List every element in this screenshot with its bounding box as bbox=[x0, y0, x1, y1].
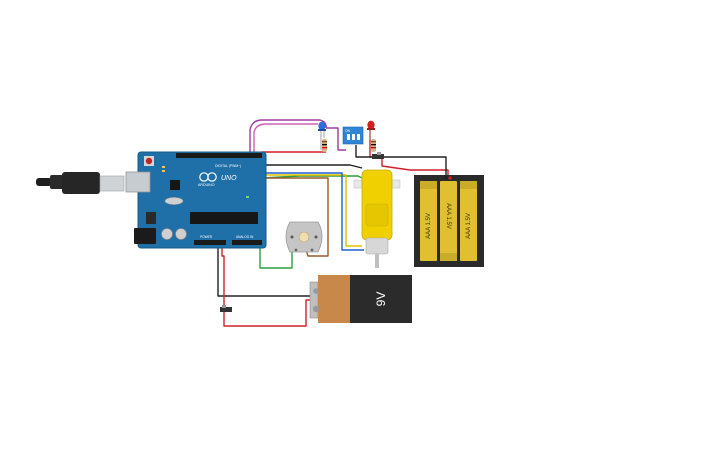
slide-switch-top[interactable] bbox=[372, 152, 384, 159]
wire-red-led[interactable] bbox=[369, 130, 449, 176]
capacitor-1 bbox=[161, 228, 173, 240]
microcontroller-chip bbox=[190, 212, 258, 224]
aaa-cell-label: AAA 1.5V bbox=[426, 213, 432, 239]
wire-red-top[interactable] bbox=[261, 151, 326, 155]
usb-b-port bbox=[125, 171, 151, 193]
voltage-regulator bbox=[146, 212, 156, 224]
wire-pink-1[interactable] bbox=[253, 123, 318, 152]
usb-housing bbox=[62, 172, 100, 194]
power-pins-label: POWER bbox=[200, 235, 213, 239]
aaa-battery-pack[interactable]: AAA 1.5V AAA 1.5V AAA 1.5V bbox=[414, 175, 484, 267]
slide-switch-body bbox=[372, 154, 384, 159]
nine-volt-label: 9V bbox=[374, 292, 388, 307]
nine-volt-terminal-pos bbox=[313, 288, 319, 294]
dc-motor-terminal-right bbox=[310, 248, 314, 252]
gear-motor-shaft-ext-2 bbox=[391, 179, 401, 189]
gear-motor-can bbox=[365, 237, 389, 255]
aaa-cell-2: AAA 1.5V bbox=[440, 181, 457, 261]
aaa-cell-body bbox=[460, 181, 477, 261]
resistor-band-1 bbox=[322, 141, 327, 143]
dip-toggle-3[interactable] bbox=[357, 134, 360, 140]
dip-switch[interactable]: ON bbox=[342, 126, 364, 145]
dip-switch-label: ON bbox=[345, 129, 351, 133]
usb-cable[interactable] bbox=[36, 172, 125, 194]
dip-toggle-2[interactable] bbox=[352, 134, 355, 140]
nine-volt-terminal-neg bbox=[312, 305, 320, 313]
analog-header bbox=[232, 240, 262, 245]
wire-red-bottom[interactable] bbox=[221, 248, 316, 327]
usb-plug-tip bbox=[36, 178, 52, 186]
aaa-cell-label: AAA 1.5V bbox=[466, 213, 472, 239]
blue-led-lens bbox=[318, 121, 326, 131]
aaa-cell-cap bbox=[460, 181, 477, 189]
digital-pins-label: DIGITAL (PWM~) bbox=[215, 164, 241, 168]
aaa-cell-cap bbox=[420, 181, 437, 189]
small-ic bbox=[170, 180, 180, 190]
rx-led bbox=[162, 170, 165, 172]
resistor-band-1 bbox=[371, 141, 376, 143]
aaa-cell-body bbox=[420, 181, 437, 261]
aaa-cell-label: AAA 1.5V bbox=[445, 203, 451, 229]
on-led bbox=[246, 196, 249, 198]
capacitor-2 bbox=[175, 228, 187, 240]
wire-brown-1[interactable] bbox=[262, 177, 329, 257]
dc-motor[interactable] bbox=[285, 221, 323, 253]
wire-black-arduino[interactable] bbox=[261, 158, 363, 169]
blue-led-base bbox=[318, 129, 326, 131]
aaa-cell-cap bbox=[440, 253, 457, 261]
slide-switch-knob[interactable] bbox=[377, 152, 381, 155]
slide-switch-knob[interactable] bbox=[222, 305, 226, 308]
resistor-body bbox=[371, 139, 376, 152]
wire-purple-2[interactable] bbox=[326, 127, 346, 151]
crystal-oscillator bbox=[164, 197, 184, 205]
usb-strain-relief bbox=[50, 175, 64, 189]
wire-purple-1[interactable] bbox=[249, 119, 327, 152]
gear-motor[interactable] bbox=[353, 169, 401, 268]
dc-motor-hole-right bbox=[314, 235, 318, 239]
red-led-lens bbox=[367, 120, 375, 130]
aaa-terminal-neg bbox=[444, 176, 448, 180]
nine-volt-terminal-block bbox=[309, 281, 319, 319]
dc-motor-shaft-icon bbox=[298, 231, 310, 243]
resistor-band-3 bbox=[371, 147, 376, 149]
resistor-band-3 bbox=[322, 147, 327, 149]
arduino-uno[interactable]: UNO ARDUINO DIGITAL (PWM~) POWER ANALOG … bbox=[125, 151, 267, 249]
arduino-board bbox=[137, 151, 267, 249]
gear-motor-shaft-ext bbox=[353, 179, 363, 189]
slide-switch-bottom[interactable] bbox=[220, 305, 232, 312]
usb-connector-metal bbox=[99, 175, 125, 192]
power-header bbox=[194, 240, 226, 245]
aaa-cell-1: AAA 1.5V bbox=[420, 181, 437, 261]
resistor-blue-led[interactable] bbox=[322, 139, 327, 152]
dc-motor-hole-left bbox=[290, 235, 294, 239]
slide-switch-body bbox=[220, 307, 232, 312]
arduino-model-label: UNO bbox=[221, 175, 237, 182]
aaa-terminal-pos bbox=[448, 176, 452, 180]
dip-toggle-1[interactable] bbox=[347, 134, 350, 140]
arduino-logo-icon-2 bbox=[207, 172, 217, 182]
nine-volt-body bbox=[350, 275, 412, 323]
nine-volt-battery[interactable]: 9V bbox=[309, 275, 412, 323]
aaa-cell-body bbox=[440, 181, 457, 261]
red-led[interactable] bbox=[367, 120, 375, 140]
resistor-band-2 bbox=[371, 144, 376, 146]
analog-pins-label: ANALOG IN bbox=[236, 235, 254, 239]
red-led-base bbox=[367, 128, 375, 130]
resistor-red-led[interactable] bbox=[371, 139, 376, 152]
gear-motor-detail bbox=[365, 203, 389, 227]
arduino-brand-label: ARDUINO bbox=[198, 183, 215, 187]
resistor-band-2 bbox=[322, 144, 327, 146]
tx-led bbox=[162, 166, 165, 168]
blue-led[interactable] bbox=[318, 121, 326, 150]
aaa-cell-3: AAA 1.5V bbox=[460, 181, 477, 261]
resistor-body bbox=[322, 139, 327, 152]
power-jack bbox=[134, 228, 156, 244]
dc-motor-terminal-left bbox=[294, 248, 298, 252]
wire-black-bottom[interactable] bbox=[217, 248, 317, 297]
gear-motor-output-shaft bbox=[375, 254, 379, 268]
nine-volt-cap bbox=[318, 275, 350, 323]
reset-button-cap[interactable] bbox=[145, 157, 153, 165]
digital-header bbox=[176, 153, 262, 158]
